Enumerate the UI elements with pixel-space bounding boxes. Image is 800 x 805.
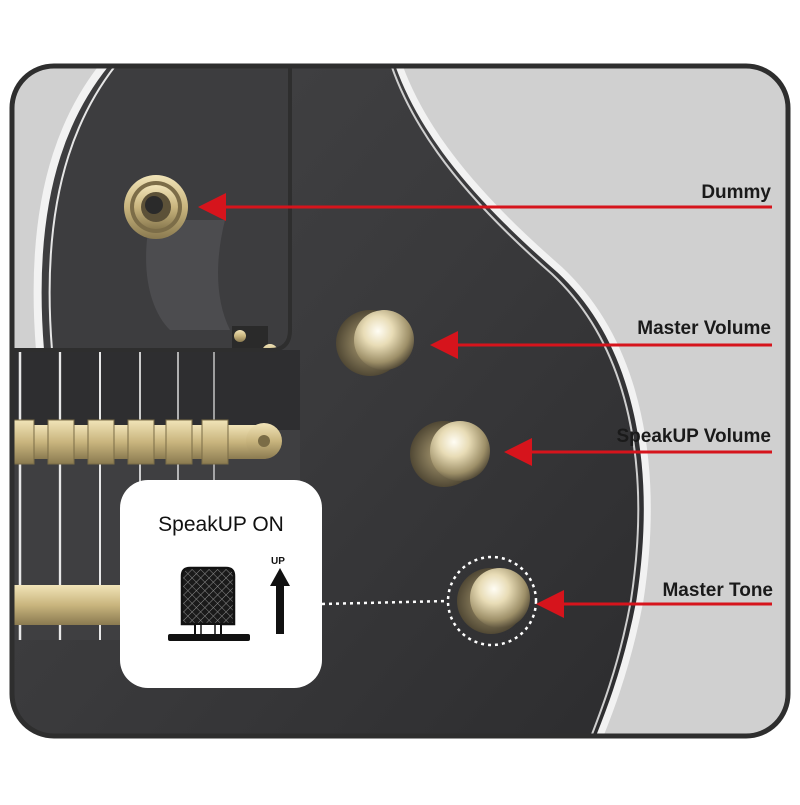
arrow-speakup-volume [504,438,772,466]
master-tone-highlight-circle [446,555,538,647]
arrow-master-volume [430,331,772,359]
body-binding-outer [381,66,651,736]
master-volume-label: Master Volume [637,318,771,339]
speakup-volume-label: SpeakUP Volume [616,426,771,447]
up-arrow-icon [270,568,290,634]
knob-up-graphic [168,566,290,641]
arrow-dummy [198,193,772,221]
master-tone-label: Master Tone [662,580,773,601]
mesh-knob-icon [168,566,250,641]
speakup-on-title: SpeakUP ON [158,513,284,536]
master-tone-knob [446,555,538,647]
up-label: UP [271,556,285,567]
dummy-jack [124,175,188,239]
speakup-on-card: SpeakUP ON UP [120,480,322,688]
dummy-label: Dummy [701,182,771,203]
body-binding-inner [377,66,640,736]
outer-frame [9,63,791,739]
master-volume-knob [336,310,414,376]
arrow-master-tone [536,590,772,618]
speakup-volume-knob [410,421,490,487]
inset-border [12,66,292,352]
